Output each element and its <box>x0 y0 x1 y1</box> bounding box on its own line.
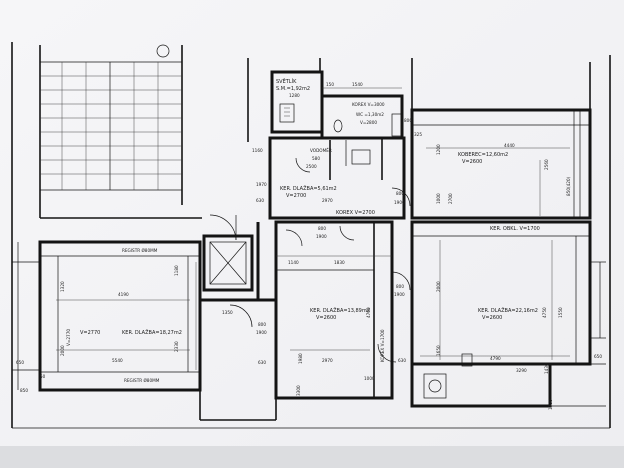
light-well-area: S.M.=1,92m2 <box>276 86 310 92</box>
dim-650-left: 650 <box>16 360 24 365</box>
dim-1430: 1430 <box>544 363 549 374</box>
dim-50: 50 <box>40 374 46 379</box>
door-c-width: 800 <box>258 322 266 327</box>
dim-2560: 2560 <box>544 159 549 170</box>
door-d-width: 800 <box>318 226 326 231</box>
mid-floor-height: V=2600 <box>316 315 336 321</box>
ker-obkl-label: KER. OBKL. V=1700 <box>490 226 540 232</box>
dim-150: 150 <box>326 82 334 87</box>
registr-top: REGISTR Ø80MM <box>122 248 158 253</box>
door-a-width: 800 <box>396 191 404 196</box>
dim-650: 650 <box>594 354 602 359</box>
dim-630: 630 <box>256 198 264 203</box>
mid-floor-label: KER. DLAŽBA=13,89m2 <box>310 306 370 314</box>
dim-1000: 1000 <box>436 193 441 204</box>
dim-2970: 2970 <box>322 198 333 203</box>
dim-1180: 1180 <box>174 265 179 276</box>
dim-1700: 1700 <box>548 399 553 410</box>
dim-850-420: 850(420) <box>566 176 571 196</box>
dim-800: 800 <box>404 118 412 123</box>
dim-850-left: 850 <box>20 388 28 393</box>
sheet-frame <box>11 42 611 429</box>
room-left <box>12 240 202 392</box>
dim-2000: 2000 <box>436 281 441 292</box>
dim-2700: 2700 <box>448 193 453 204</box>
door-b-width: 800 <box>396 284 404 289</box>
door-swings <box>209 157 411 363</box>
dim-1320: 1320 <box>60 281 65 292</box>
carpet-room-label: KOBEREC=12,60m2 <box>458 152 508 158</box>
dim-1200: 1200 <box>436 144 441 155</box>
korex-vert-label: KOREX V=1700 <box>380 329 385 362</box>
dim-1000-b: 1000 <box>364 376 375 381</box>
dim-1160: 1160 <box>252 148 263 153</box>
hall-floor-height: V=2700 <box>286 193 306 199</box>
door-b-height: 1900 <box>394 292 405 297</box>
hall-floor-label: KER. DLAŽBA=5,61m2 <box>280 184 337 192</box>
dim-4790: 4790 <box>490 356 501 361</box>
dim-4750: 4750 <box>542 307 547 318</box>
korex-mid-label: KOREX V=2700 <box>336 210 375 216</box>
left-floor-label: KER. DLAŽBA=18,27m2 <box>122 328 182 336</box>
registr-bottom: REGISTR Ø80MM <box>124 378 160 383</box>
dim-325: 325 <box>414 132 422 137</box>
dim-1280: 1280 <box>289 93 300 98</box>
kitchen-corner <box>410 362 606 408</box>
dim-1540: 1540 <box>352 82 363 87</box>
paper-bottom-shadow <box>0 446 624 468</box>
stair-marker-icon <box>156 44 170 58</box>
dim-1830: 1830 <box>334 260 345 265</box>
door-c-height: 1900 <box>256 330 267 335</box>
corridor-walls <box>199 222 277 421</box>
room-carpet <box>410 108 592 220</box>
dim-3300: 3300 <box>296 385 301 396</box>
door-a-height: 1900 <box>394 200 405 205</box>
left-floor-height: V=2770 <box>80 330 100 336</box>
dim-4190: 4190 <box>118 292 129 297</box>
dim-1650: 1650 <box>436 345 441 356</box>
door-d-height: 1900 <box>316 234 327 239</box>
dim-5540: 5540 <box>112 358 123 363</box>
carpet-room-height: V=2600 <box>462 159 482 165</box>
light-well-label: SVĚTLÍK <box>276 77 297 85</box>
dim-2970-b: 2970 <box>322 358 333 363</box>
right-floor-label: KER. DLAŽBA=22,16m2 <box>478 306 538 314</box>
dim-630-c: 630 <box>258 360 266 365</box>
korex-top-label: KOREX V=3000 <box>352 102 385 107</box>
staircase <box>39 44 202 219</box>
elevator-shaft <box>202 234 254 292</box>
dimension-lines <box>56 87 570 370</box>
right-floor-height: V=2600 <box>482 315 502 321</box>
dim-1350: 1350 <box>222 310 233 315</box>
dim-4700: 4700 <box>366 307 371 318</box>
dim-2500: 2500 <box>306 164 317 169</box>
top-walls <box>247 58 591 142</box>
wc-label: WC =1,30m2 <box>356 112 384 117</box>
vodomer-label: VODOMĚR <box>310 148 332 153</box>
dim-2000-b: 2000 <box>60 345 65 356</box>
dim-2330: 2330 <box>174 341 179 352</box>
dim-580: 580 <box>312 156 320 161</box>
dim-1980: 1980 <box>298 353 303 364</box>
dim-4440: 4440 <box>504 143 515 148</box>
dim-1970: 1970 <box>256 182 267 187</box>
dim-1550: 1550 <box>558 307 563 318</box>
wc-height: V=2800 <box>360 120 377 125</box>
room-middle-lower <box>274 220 394 400</box>
dim-630-b: 630 <box>398 358 406 363</box>
left-vertical-label: V=2770 <box>66 329 71 346</box>
dim-1140: 1140 <box>288 260 299 265</box>
dim-3290: 3290 <box>516 368 527 373</box>
hall <box>268 136 406 220</box>
